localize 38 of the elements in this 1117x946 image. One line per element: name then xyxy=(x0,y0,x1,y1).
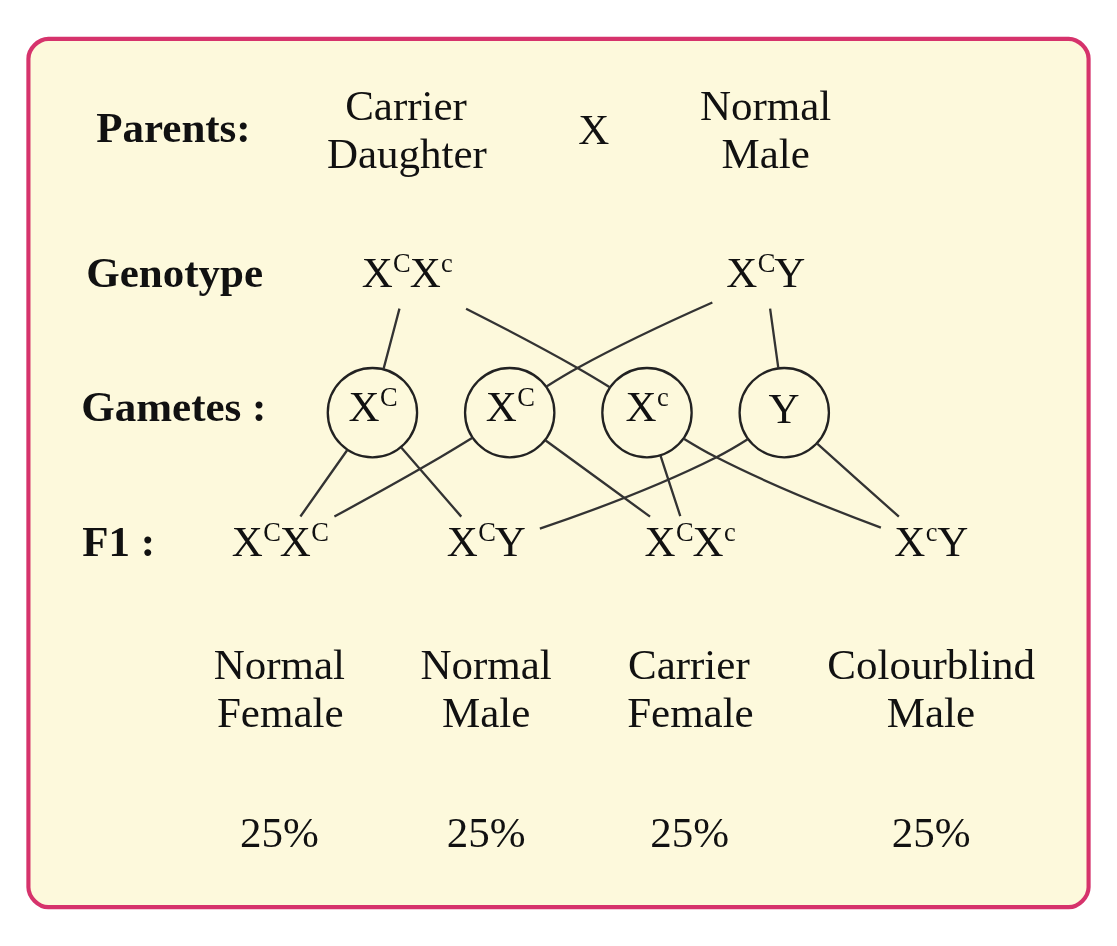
node-label: Normal Female xyxy=(213,640,346,736)
node-circle: X$^{c}$ xyxy=(601,366,693,459)
node-label: Colourblind Male xyxy=(827,640,1036,736)
node-circle: Y xyxy=(738,366,831,459)
node-label: 25% xyxy=(240,809,319,857)
node-text: X$^{C}$Y xyxy=(446,517,526,566)
label: Genotype xyxy=(86,248,264,296)
node-label: Normal Male xyxy=(699,81,832,177)
connector xyxy=(465,307,611,389)
label: F1 : xyxy=(82,518,156,566)
label: Parents: xyxy=(96,103,251,151)
node-text: X$^{c}$Y xyxy=(894,517,969,566)
connector xyxy=(333,436,474,518)
connector xyxy=(659,455,682,517)
connector xyxy=(539,438,749,530)
connector xyxy=(768,308,780,369)
label: X xyxy=(578,105,610,153)
node-circle: X$^{C}$ xyxy=(463,366,556,459)
connector xyxy=(816,442,900,518)
node-text: X$^{C}$X$^{c}$ xyxy=(644,517,736,566)
connector xyxy=(400,446,463,518)
node-text: X$^{C}$X$^{C}$ xyxy=(231,517,329,566)
node-label: Carrier Female xyxy=(627,640,754,736)
connector xyxy=(382,308,401,370)
node-text: X$^{C}$X$^{c}$ xyxy=(361,247,453,296)
node-text: X$^{C}$Y xyxy=(726,247,806,296)
connector xyxy=(299,449,349,518)
node-circle: X$^{C}$ xyxy=(326,366,419,459)
connector xyxy=(683,437,882,529)
cluster xyxy=(26,36,1091,910)
node-label: 25% xyxy=(891,809,971,857)
node-label: Carrier Daughter xyxy=(326,81,487,177)
connector xyxy=(544,439,651,518)
node-label: Normal Male xyxy=(420,640,552,736)
label: Gametes : xyxy=(81,383,267,431)
connector xyxy=(545,301,713,388)
node-label: 25% xyxy=(650,809,730,857)
node-label: 25% xyxy=(446,809,526,857)
